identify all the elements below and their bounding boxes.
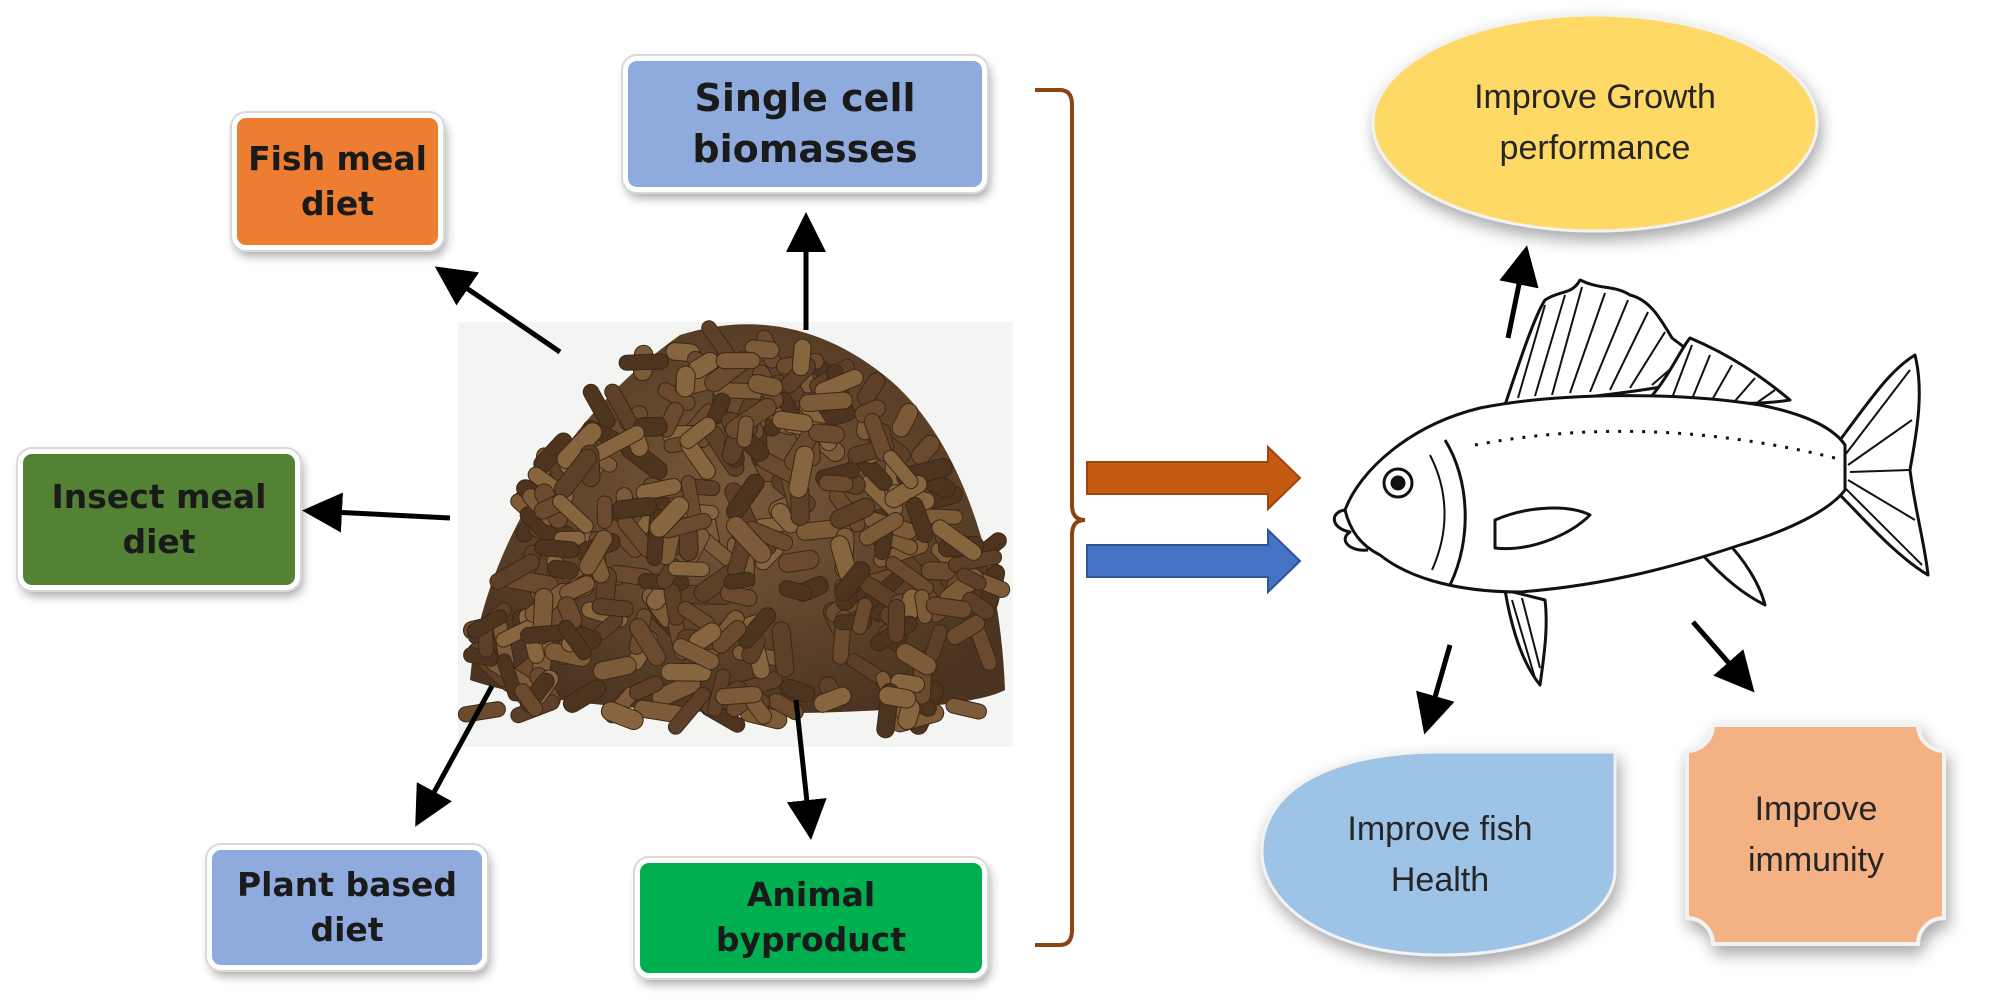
- pellet: [489, 553, 540, 590]
- arrow-to-health: [1416, 644, 1455, 735]
- pellet: [791, 338, 812, 377]
- pellet: [780, 678, 816, 703]
- pellet: [818, 474, 854, 493]
- pellet: [858, 512, 904, 546]
- pellet: [667, 560, 711, 578]
- fish-meal-diet-label: Fish meal diet: [248, 138, 427, 223]
- pellet: [667, 686, 711, 735]
- pellet: [611, 496, 658, 520]
- pellet: [660, 662, 712, 682]
- pellet: [591, 597, 634, 618]
- pellet: [737, 607, 777, 649]
- pellet: [747, 374, 784, 397]
- pellet: [887, 599, 906, 644]
- pellet: [808, 423, 845, 444]
- pellet: [649, 496, 690, 538]
- outcome-arrows: [1416, 245, 1755, 735]
- pellet: [834, 561, 871, 602]
- immunity-outcome: Improve immunity: [1690, 765, 1942, 905]
- immunity-outcome-label: Improve immunity: [1747, 790, 1885, 879]
- pellet: [905, 496, 934, 543]
- pellet: [911, 434, 941, 466]
- pellet: [600, 701, 644, 731]
- pellet: [856, 372, 886, 407]
- pellet: [725, 515, 772, 564]
- pellet: [778, 580, 813, 602]
- pellet: [891, 402, 919, 438]
- pellet: [829, 497, 876, 529]
- pellet: [534, 538, 580, 559]
- pellet: [798, 391, 853, 412]
- arrow-to-animal-byproduct: [786, 699, 827, 840]
- pellet: [961, 591, 995, 621]
- pellet: [557, 619, 592, 661]
- pellet: [596, 495, 613, 530]
- single-cell-biomasses-label: Single cell biomasses: [692, 75, 918, 171]
- pellet: [582, 383, 616, 430]
- pellet: [711, 620, 747, 654]
- pellet: [715, 685, 763, 706]
- pellet: [679, 416, 717, 449]
- growth-outcome: Improve Growth performance: [1390, 60, 1800, 186]
- growth-outcome-label: Improve Growth performance: [1474, 78, 1716, 167]
- pellet: [592, 656, 637, 681]
- pellet: [771, 621, 795, 678]
- arrow-to-immunity: [1691, 620, 1755, 693]
- pellet: [629, 618, 667, 667]
- pellet: [736, 415, 754, 448]
- pellet: [672, 638, 720, 670]
- arrow-to-insect-meal: [302, 492, 451, 533]
- arrow-to-growth: [1499, 245, 1539, 339]
- health-drop-shape: [1260, 750, 1617, 957]
- orange-arrow: [1086, 444, 1302, 512]
- arrow-to-plant-based: [415, 684, 495, 827]
- growth-ellipse: [1371, 13, 1819, 233]
- pellet: [715, 352, 761, 370]
- health-outcome: Improve fish Health: [1280, 790, 1600, 920]
- pellet: [788, 445, 815, 499]
- pellet: [559, 575, 596, 602]
- pellet: [813, 686, 852, 713]
- immunity-plaque-shape: [1685, 723, 1946, 946]
- pellet: [578, 529, 613, 576]
- pellet: [956, 567, 987, 591]
- insect-meal-diet-box: Insect meal diet: [18, 449, 300, 590]
- pellet: [851, 597, 873, 635]
- pellet: [882, 449, 919, 490]
- pellet: [885, 556, 934, 596]
- feed-arrows: [302, 212, 827, 840]
- bracket: [1035, 88, 1086, 947]
- feed-pellet-image: [457, 320, 1013, 747]
- pellet: [552, 493, 594, 534]
- pellet: [767, 692, 804, 721]
- pellet: [466, 609, 508, 639]
- pellet: [723, 571, 756, 590]
- pellet: [931, 519, 983, 561]
- animal-byproduct-box: Animal byproduct: [635, 858, 987, 978]
- single-cell-biomasses-box: Single cell biomasses: [623, 56, 987, 192]
- pellet: [675, 365, 696, 398]
- pellet: [878, 685, 917, 709]
- pellet: [546, 559, 579, 580]
- pellet: [514, 683, 544, 717]
- animal-byproduct-label: Animal byproduct: [715, 875, 907, 959]
- pellets: [457, 320, 1011, 739]
- pellet: [629, 675, 664, 701]
- pellet: [925, 596, 972, 619]
- plant-based-diet-label: Plant based diet: [236, 864, 458, 949]
- pellet: [562, 679, 607, 713]
- pellet: [618, 353, 669, 371]
- pellet: [895, 642, 937, 676]
- plant-based-diet-box: Plant based diet: [207, 845, 487, 970]
- health-outcome-label: Improve fish Health: [1347, 810, 1533, 899]
- pellet: [778, 549, 820, 573]
- insect-meal-diet-label: Insect meal diet: [51, 476, 267, 561]
- pellet: [771, 410, 814, 433]
- pellet: [945, 697, 987, 720]
- fish-drawing: [1332, 278, 1930, 687]
- fish-meal-diet-box: Fish meal diet: [232, 113, 443, 250]
- blue-arrow: [1086, 527, 1302, 595]
- arrow-to-fish-meal: [434, 266, 562, 355]
